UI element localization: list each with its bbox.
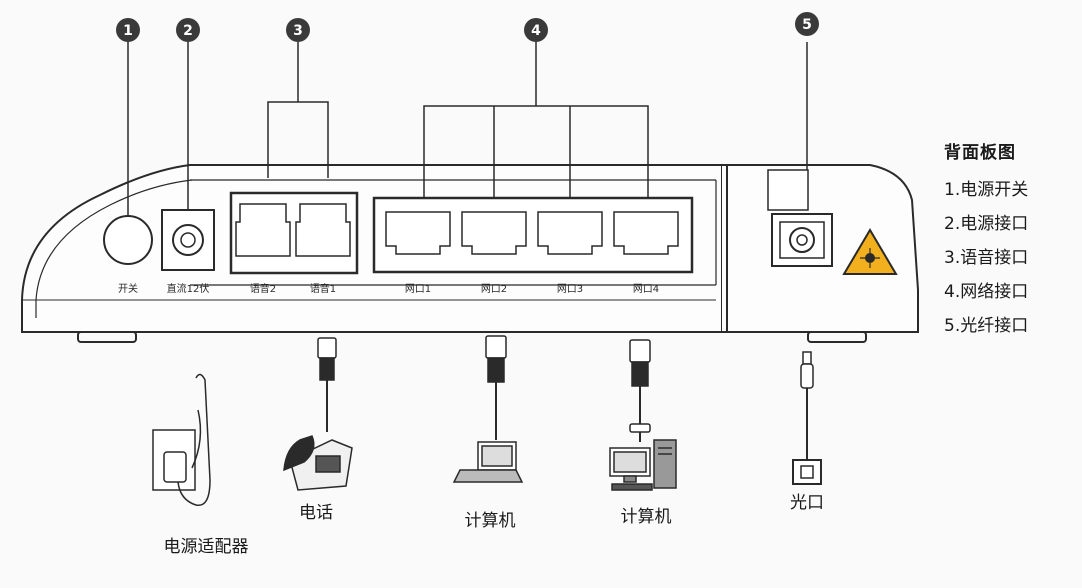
svg-text:3: 3: [293, 23, 303, 39]
caption-laptop: 计算机: [465, 511, 516, 531]
svg-text:1: 1: [123, 23, 133, 39]
legend-item: 4.网络接口: [944, 282, 1029, 302]
svg-text:5: 5: [802, 17, 812, 33]
desktop-icon: [609, 439, 677, 491]
callout-5: 5: [795, 12, 819, 36]
network-port-group: [372, 196, 694, 274]
rj11-plug-icon: [317, 337, 337, 432]
legend-item: 1.电源开关: [944, 180, 1029, 200]
callout-1: 1: [116, 18, 140, 42]
legend-item: 5.光纤接口: [944, 316, 1029, 336]
wall-adapter-icon: [152, 373, 211, 507]
callout-3: 3: [286, 18, 310, 42]
label-net3: 网口3: [557, 283, 583, 295]
label-net4: 网口4: [633, 283, 659, 295]
warning-laser-icon: [842, 228, 898, 275]
legend-item: 3.语音接口: [944, 248, 1029, 268]
fiber-port: [767, 169, 833, 267]
caption-adapter: 电源适配器: [164, 537, 249, 557]
callout-lines: [127, 42, 808, 216]
caption-fiber: 光口: [790, 493, 824, 513]
dc-power-jack: [161, 209, 215, 271]
rj45-plug-icon: [485, 335, 651, 442]
callout-4: 4: [524, 18, 548, 42]
label-net1: 网口1: [405, 283, 431, 295]
caption-desktop: 计算机: [621, 507, 672, 527]
svg-text:4: 4: [531, 23, 541, 39]
phone-icon: [283, 435, 353, 491]
legend: 背面板图 1.电源开关 2.电源接口 3.语音接口 4.网络接口 5.光纤接口: [944, 138, 1074, 343]
fiber-plug-icon: [792, 351, 822, 485]
laptop-icon: [452, 441, 524, 483]
label-voice2: 语音2: [250, 282, 276, 295]
label-power: 直流12伏: [167, 282, 210, 295]
legend-title: 背面板图: [944, 143, 1016, 163]
label-voice1: 语音1: [310, 282, 336, 295]
caption-phone: 电话: [299, 503, 333, 523]
legend-item: 2.电源接口: [944, 214, 1029, 234]
power-switch: [103, 215, 153, 265]
callout-2: 2: [176, 18, 200, 42]
label-switch: 开关: [118, 282, 138, 295]
voice-port-group: [229, 191, 359, 275]
svg-text:2: 2: [183, 23, 193, 39]
label-net2: 网口2: [481, 283, 507, 295]
